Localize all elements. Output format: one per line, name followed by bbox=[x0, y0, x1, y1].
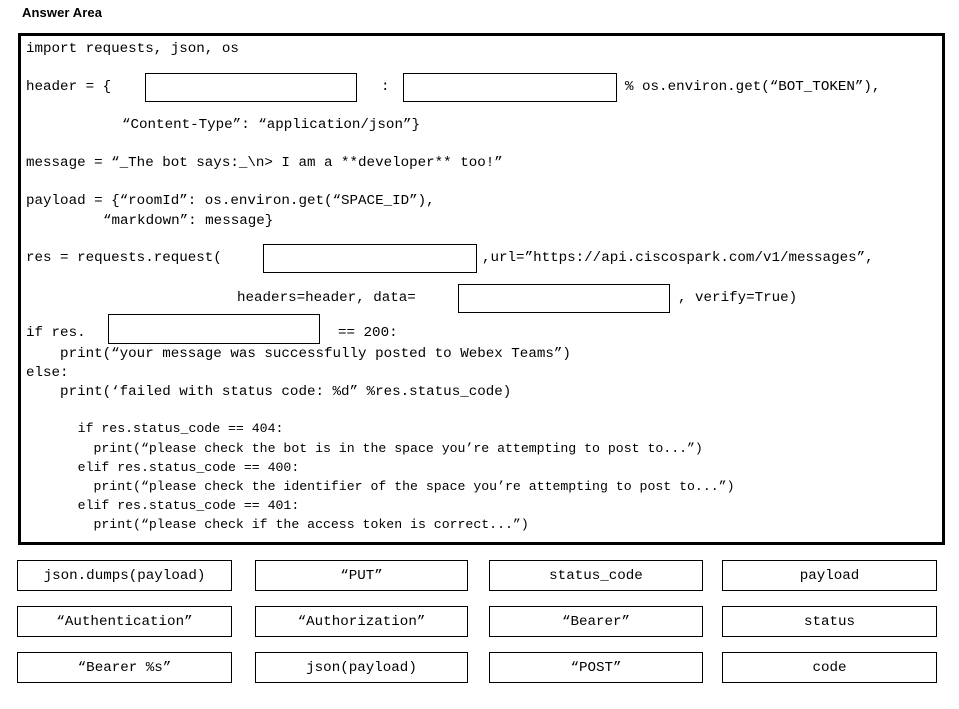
opt-payload[interactable]: payload bbox=[722, 560, 937, 591]
code-line-if-res: if res. bbox=[26, 325, 86, 341]
code-line-eq-200: == 200: bbox=[338, 325, 398, 341]
code-line-res-request: res = requests.request( bbox=[26, 250, 222, 266]
code-line-content-type: “Content-Type”: “application/json”} bbox=[122, 117, 420, 133]
opt-status-code[interactable]: status_code bbox=[489, 560, 703, 591]
opt-put[interactable]: “PUT” bbox=[255, 560, 468, 591]
opt-json-payload[interactable]: json(payload) bbox=[255, 652, 468, 683]
blank-header-value[interactable] bbox=[403, 73, 617, 102]
opt-status[interactable]: status bbox=[722, 606, 937, 637]
code-line-header-open: header = { bbox=[26, 79, 112, 95]
blank-http-method[interactable] bbox=[263, 244, 477, 273]
blank-header-key[interactable] bbox=[145, 73, 357, 102]
code-line-print-404: print(“please check the bot is in the sp… bbox=[46, 441, 703, 456]
code-line-if-404: if res.status_code == 404: bbox=[46, 421, 284, 436]
code-line-else: else: bbox=[26, 365, 69, 381]
opt-post[interactable]: “POST” bbox=[489, 652, 703, 683]
code-line-print-401: print(“please check if the access token … bbox=[46, 517, 529, 532]
code-line-elif-400: elif res.status_code == 400: bbox=[46, 460, 300, 475]
code-line-message: message = “_The bot says:_\n> I am a **d… bbox=[26, 155, 503, 171]
code-line-print-success: print(“your message was successfully pos… bbox=[26, 346, 571, 362]
blank-res-attr[interactable] bbox=[108, 314, 320, 344]
opt-json-dumps-payload[interactable]: json.dumps(payload) bbox=[17, 560, 232, 591]
code-line-bot-token: % os.environ.get(“BOT_TOKEN”), bbox=[625, 79, 881, 95]
opt-bearer[interactable]: “Bearer” bbox=[489, 606, 703, 637]
code-line-verify: , verify=True) bbox=[678, 290, 798, 306]
page-title: Answer Area bbox=[22, 5, 103, 20]
code-line-url-arg: ,url=”https://api.ciscospark.com/v1/mess… bbox=[482, 250, 874, 266]
code-line-headers-data: headers=header, data= bbox=[237, 290, 416, 306]
blank-data-arg[interactable] bbox=[458, 284, 670, 313]
code-line-import: import requests, json, os bbox=[26, 41, 239, 57]
code-line-payload-open: payload = {“roomId”: os.environ.get(“SPA… bbox=[26, 193, 435, 209]
opt-authorization[interactable]: “Authorization” bbox=[255, 606, 468, 637]
opt-authentication[interactable]: “Authentication” bbox=[17, 606, 232, 637]
code-line-payload-md: “markdown”: message} bbox=[103, 213, 274, 229]
code-line-elif-401: elif res.status_code == 401: bbox=[46, 498, 300, 513]
code-line-print-failed: print(‘failed with status code: %d” %res… bbox=[26, 384, 512, 400]
code-answer-panel: import requests, json, os header = {: % os… bbox=[18, 33, 945, 545]
code-line-colon: : bbox=[381, 79, 390, 95]
opt-bearer-format[interactable]: “Bearer %s” bbox=[17, 652, 232, 683]
opt-code[interactable]: code bbox=[722, 652, 937, 683]
code-line-print-400: print(“please check the identifier of th… bbox=[46, 479, 735, 494]
